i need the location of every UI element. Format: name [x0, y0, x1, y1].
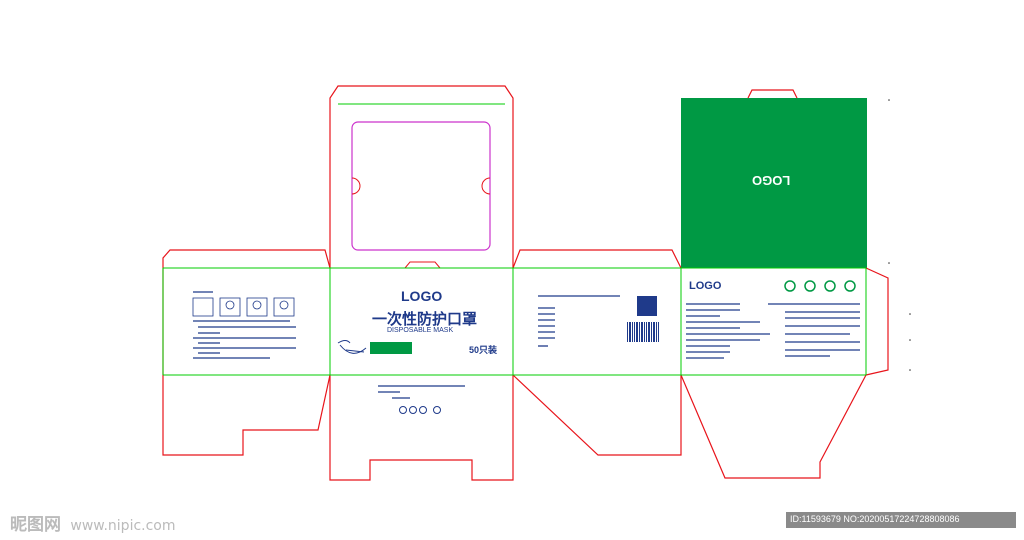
front-top-notch — [404, 261, 441, 269]
cut-lines — [162, 85, 889, 481]
small-text-lines — [193, 291, 860, 399]
front-english-name: DISPOSABLE MASK — [387, 327, 454, 334]
mask-illustration — [337, 340, 367, 354]
instruction-figures — [192, 297, 295, 317]
watermark-url: www.nipic.com — [70, 518, 176, 534]
watermark-id-text: ID:11593679 NO:20200517224728808086 — [790, 514, 960, 524]
watermark-brand: 昵图网 www.nipic.com — [10, 510, 176, 535]
front-logo: LOGO — [401, 288, 443, 304]
window-notch-right — [481, 177, 491, 195]
front-count-label: 50只装 — [469, 345, 498, 355]
barcode — [627, 322, 659, 342]
fold-lines — [162, 103, 867, 376]
registration-dots — [888, 99, 911, 371]
bottom-icons — [399, 406, 441, 414]
green-info-strip — [370, 342, 412, 354]
front-product-name: 一次性防护口罩 — [372, 311, 478, 328]
green-panel-logo: LOGO — [752, 173, 791, 188]
green-top-panel — [681, 98, 867, 268]
qr-code — [637, 296, 657, 316]
window-cutout — [351, 121, 491, 251]
watermark-brand-text: 昵图网 — [10, 515, 61, 535]
right-panel-logo: LOGO — [689, 280, 722, 292]
feature-icons — [784, 280, 856, 292]
watermark-id-bar: ID:11593679 NO:20200517224728808086 — [786, 512, 1016, 528]
window-notch-left — [351, 177, 361, 195]
